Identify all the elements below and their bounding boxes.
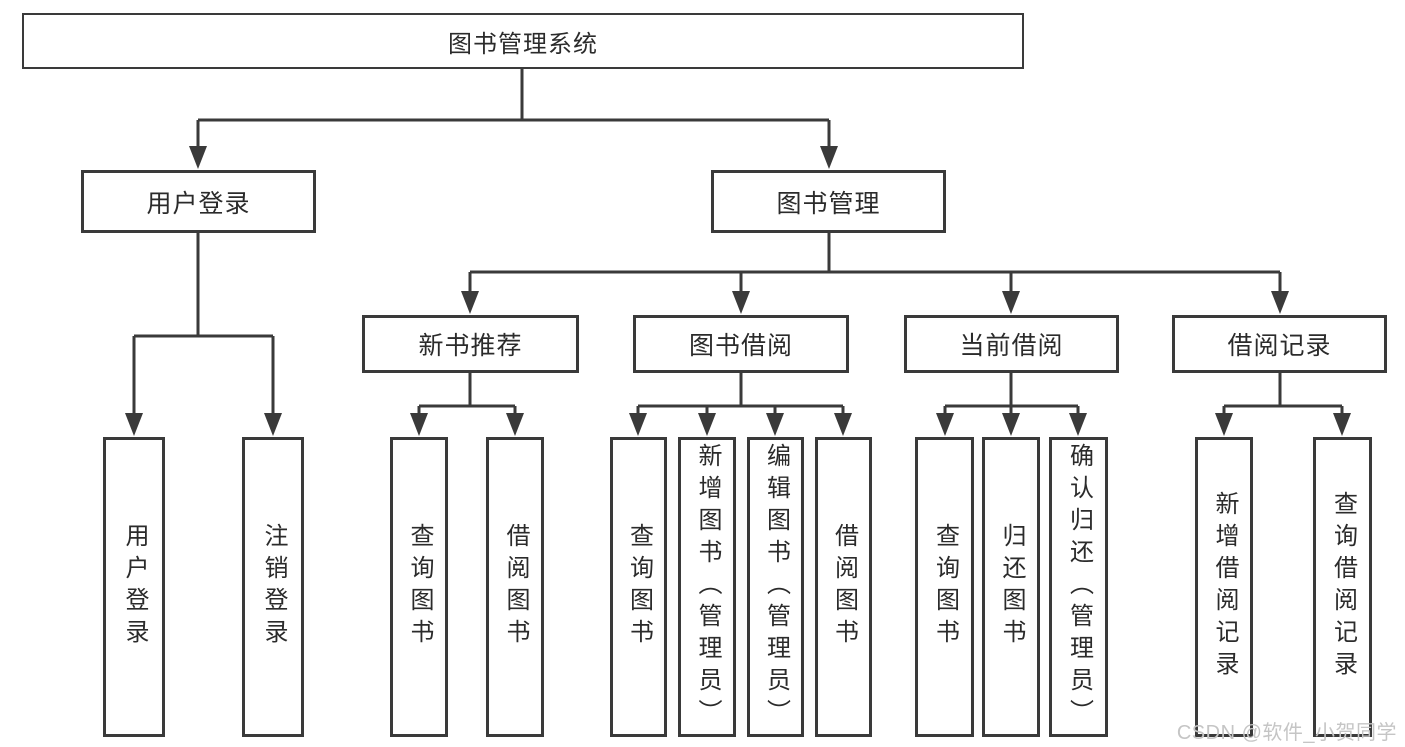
- arrowhead-icon: [820, 146, 838, 169]
- arrowhead-icon: [1271, 291, 1289, 314]
- arrowhead-icon: [410, 413, 428, 436]
- arrowhead-icon: [461, 291, 479, 314]
- node-label: 图书管理: [776, 189, 881, 218]
- arrowhead-icon: [1002, 291, 1020, 314]
- node-current-borrowing: 当前借阅: [904, 315, 1119, 373]
- arrowhead-icon: [189, 146, 207, 169]
- node-label: 编辑图书（管理员）: [762, 443, 790, 731]
- arrowhead-icon: [936, 413, 954, 436]
- arrowhead-icon: [1002, 413, 1020, 436]
- arrowhead-icon: [834, 413, 852, 436]
- node-label: 注销登录: [260, 523, 287, 651]
- node-book-management: 图书管理: [711, 170, 946, 233]
- leaf-query-borrow-record: 查询借阅记录: [1313, 437, 1372, 737]
- arrowhead-icon: [264, 413, 282, 436]
- node-label: 归还图书: [998, 523, 1025, 651]
- node-new-book-recommend: 新书推荐: [362, 315, 579, 373]
- node-label: 查询图书: [406, 523, 433, 651]
- csdn-watermark: CSDN @软件_小贺同学: [1176, 722, 1397, 744]
- node-borrowing-records: 借阅记录: [1172, 315, 1387, 373]
- node-label: 新增借阅记录: [1211, 491, 1238, 683]
- leaf-borrowing-borrow-books: 借阅图书: [815, 437, 872, 737]
- leaf-edit-books-admin: 编辑图书（管理员）: [747, 437, 804, 737]
- arrowhead-icon: [125, 413, 143, 436]
- arrowhead-icon: [1069, 413, 1087, 436]
- leaf-add-borrow-record: 新增借阅记录: [1195, 437, 1253, 737]
- leaf-confirm-return-admin: 确认归还（管理员）: [1049, 437, 1108, 737]
- node-label: 用户登录: [121, 523, 148, 651]
- leaf-return-books: 归还图书: [982, 437, 1040, 737]
- node-label: 确认归还（管理员）: [1065, 443, 1093, 731]
- arrowhead-icon: [1215, 413, 1233, 436]
- node-label: 查询图书: [931, 523, 959, 651]
- leaf-current-query-books: 查询图书: [915, 437, 974, 737]
- leaf-recommend-query-books: 查询图书: [390, 437, 448, 737]
- arrowhead-icon: [698, 413, 716, 436]
- node-label: 新增图书（管理员）: [694, 443, 721, 731]
- leaf-add-books-admin: 新增图书（管理员）: [678, 437, 736, 737]
- leaf-recommend-borrow-books: 借阅图书: [486, 437, 544, 737]
- leaf-logout-login: 注销登录: [242, 437, 304, 737]
- node-label: 新书推荐: [418, 332, 523, 360]
- node-label: 借阅记录: [1227, 332, 1332, 360]
- node-label: 用户登录: [146, 189, 251, 218]
- arrowhead-icon: [1333, 413, 1351, 436]
- arrowhead-icon: [766, 413, 784, 436]
- node-label: 图书管理系统: [448, 30, 598, 58]
- arrowhead-icon: [732, 291, 750, 314]
- node-label: 查询图书: [625, 523, 653, 651]
- node-label: 借阅图书: [830, 523, 858, 651]
- leaf-borrowing-query-books: 查询图书: [610, 437, 667, 737]
- leaf-user-login: 用户登录: [103, 437, 165, 737]
- node-label: 借阅图书: [502, 523, 529, 651]
- node-user-login: 用户登录: [81, 170, 316, 233]
- node-label: 图书借阅: [688, 332, 793, 360]
- node-library-management-system: 图书管理系统: [22, 13, 1024, 69]
- arrowhead-icon: [629, 413, 647, 436]
- node-label: 当前借阅: [959, 332, 1064, 360]
- node-label: 查询借阅记录: [1329, 491, 1357, 683]
- node-book-borrowing: 图书借阅: [633, 315, 849, 373]
- arrowhead-icon: [506, 413, 524, 436]
